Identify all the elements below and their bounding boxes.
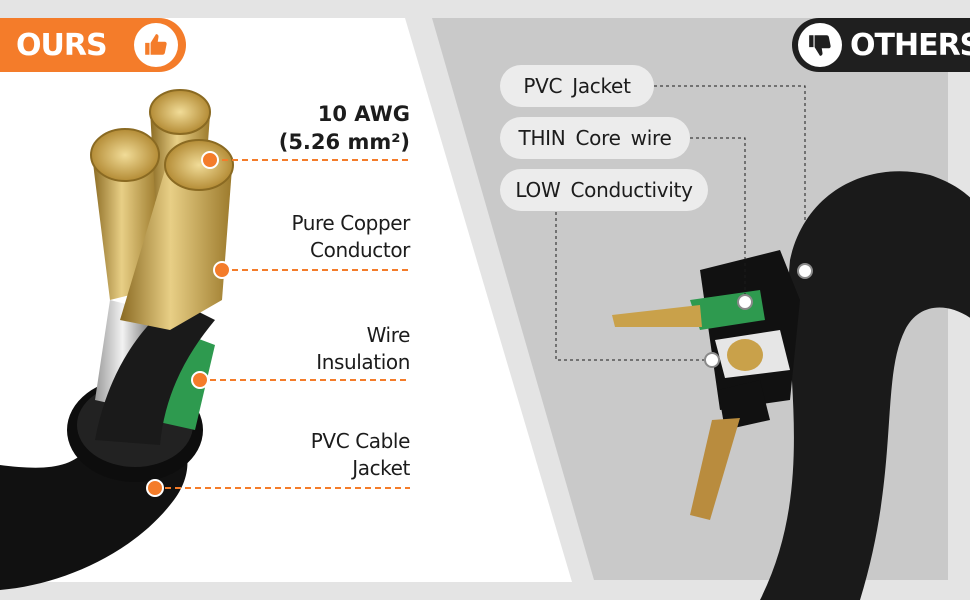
leader-dots <box>146 151 231 497</box>
others-leader-lines <box>555 85 806 361</box>
spec-gauge-line1: 10 AWG <box>317 102 410 126</box>
spec-insulation: Wire Insulation <box>316 322 410 376</box>
others-black-wire <box>718 380 770 430</box>
others-white-wire-copper <box>727 339 763 371</box>
strand-end-left <box>90 128 160 182</box>
spec-jacket: PVC Cable Jacket <box>310 428 411 482</box>
others-green-wire-copper <box>612 305 702 327</box>
others-label-conductivity: LOW Conductivity <box>500 169 708 211</box>
spec-insulation-line2: Insulation <box>316 350 410 374</box>
thumbs-up-icon <box>134 23 178 67</box>
ours-badge-label: OURS <box>16 27 108 63</box>
spec-conductor-line2: Conductor <box>310 238 410 262</box>
thumbs-down-icon <box>798 23 842 67</box>
spec-conductor: Pure Copper Conductor <box>291 210 410 264</box>
others-black-wire-copper <box>690 418 740 520</box>
spec-gauge-line2: (5.26 mm²) <box>278 130 410 154</box>
others-cable-jacket <box>760 171 970 600</box>
spec-jacket-line2: Jacket <box>352 456 410 480</box>
others-leader-dots <box>704 263 813 368</box>
spec-gauge: 10 AWG (5.26 mm²) <box>279 100 410 156</box>
ours-badge: OURS <box>0 18 186 72</box>
others-badge-label: OTHERS <box>850 27 970 63</box>
spec-insulation-line1: Wire <box>366 323 411 347</box>
black-insulated-wire <box>95 300 215 445</box>
others-label-core: THIN Core wire <box>500 117 690 159</box>
others-label-jacket: PVC Jacket <box>500 65 654 107</box>
spec-jacket-line1: PVC Cable <box>310 429 411 453</box>
strand-end-front <box>164 139 234 191</box>
others-badge: OTHERS <box>792 18 970 72</box>
ours-cable-illustration <box>0 89 410 590</box>
strand-end-back <box>149 89 211 135</box>
leader-lines <box>155 159 410 489</box>
copper-strand-front <box>120 160 232 330</box>
spec-conductor-line1: Pure Copper <box>291 211 410 235</box>
